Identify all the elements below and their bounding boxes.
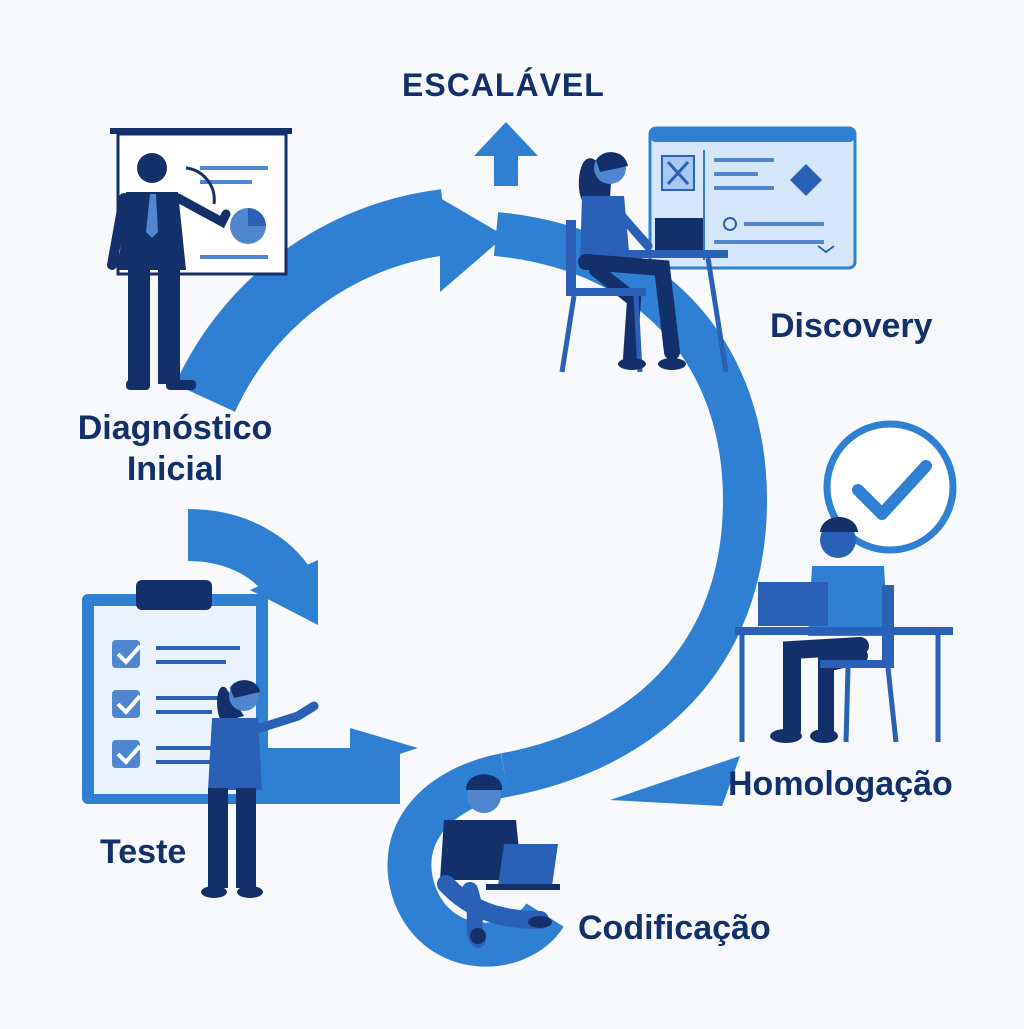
label-diagnostico-line2: Inicial — [126, 449, 224, 488]
curve-arrow-diagnostico-to-teste — [187, 509, 313, 600]
up-arrow-icon — [474, 122, 538, 186]
label-homologacao: Homologação — [728, 765, 953, 803]
arc-arrow-discovery-to-codificacao — [493, 212, 768, 797]
homologacao-man-figure — [735, 517, 953, 743]
teste-woman-figure — [201, 680, 319, 898]
presenter-figure — [107, 153, 231, 390]
arc-arrow-diagnostico-to-discovery — [175, 189, 450, 413]
arc-arrow-head-top — [440, 198, 505, 292]
label-codificacao: Codificação — [578, 909, 771, 947]
band-arrow-head — [350, 728, 418, 770]
discovery-woman-figure — [559, 152, 729, 373]
flow-arrows — [175, 189, 768, 967]
label-diagnostico-inicial: Diagnóstico Inicial — [74, 408, 276, 490]
label-teste: Teste — [100, 833, 187, 871]
label-escalavel: ESCALÁVEL — [402, 67, 605, 103]
codificacao-man-figure — [437, 774, 560, 948]
check-circle-icon — [823, 420, 957, 554]
label-discovery: Discovery — [770, 307, 933, 345]
label-diagnostico-line1: Diagnóstico — [77, 409, 273, 447]
loop-arrow-codificacao — [387, 753, 564, 967]
band-homologacao — [610, 756, 740, 806]
curve-arrow-head-down — [250, 560, 318, 625]
